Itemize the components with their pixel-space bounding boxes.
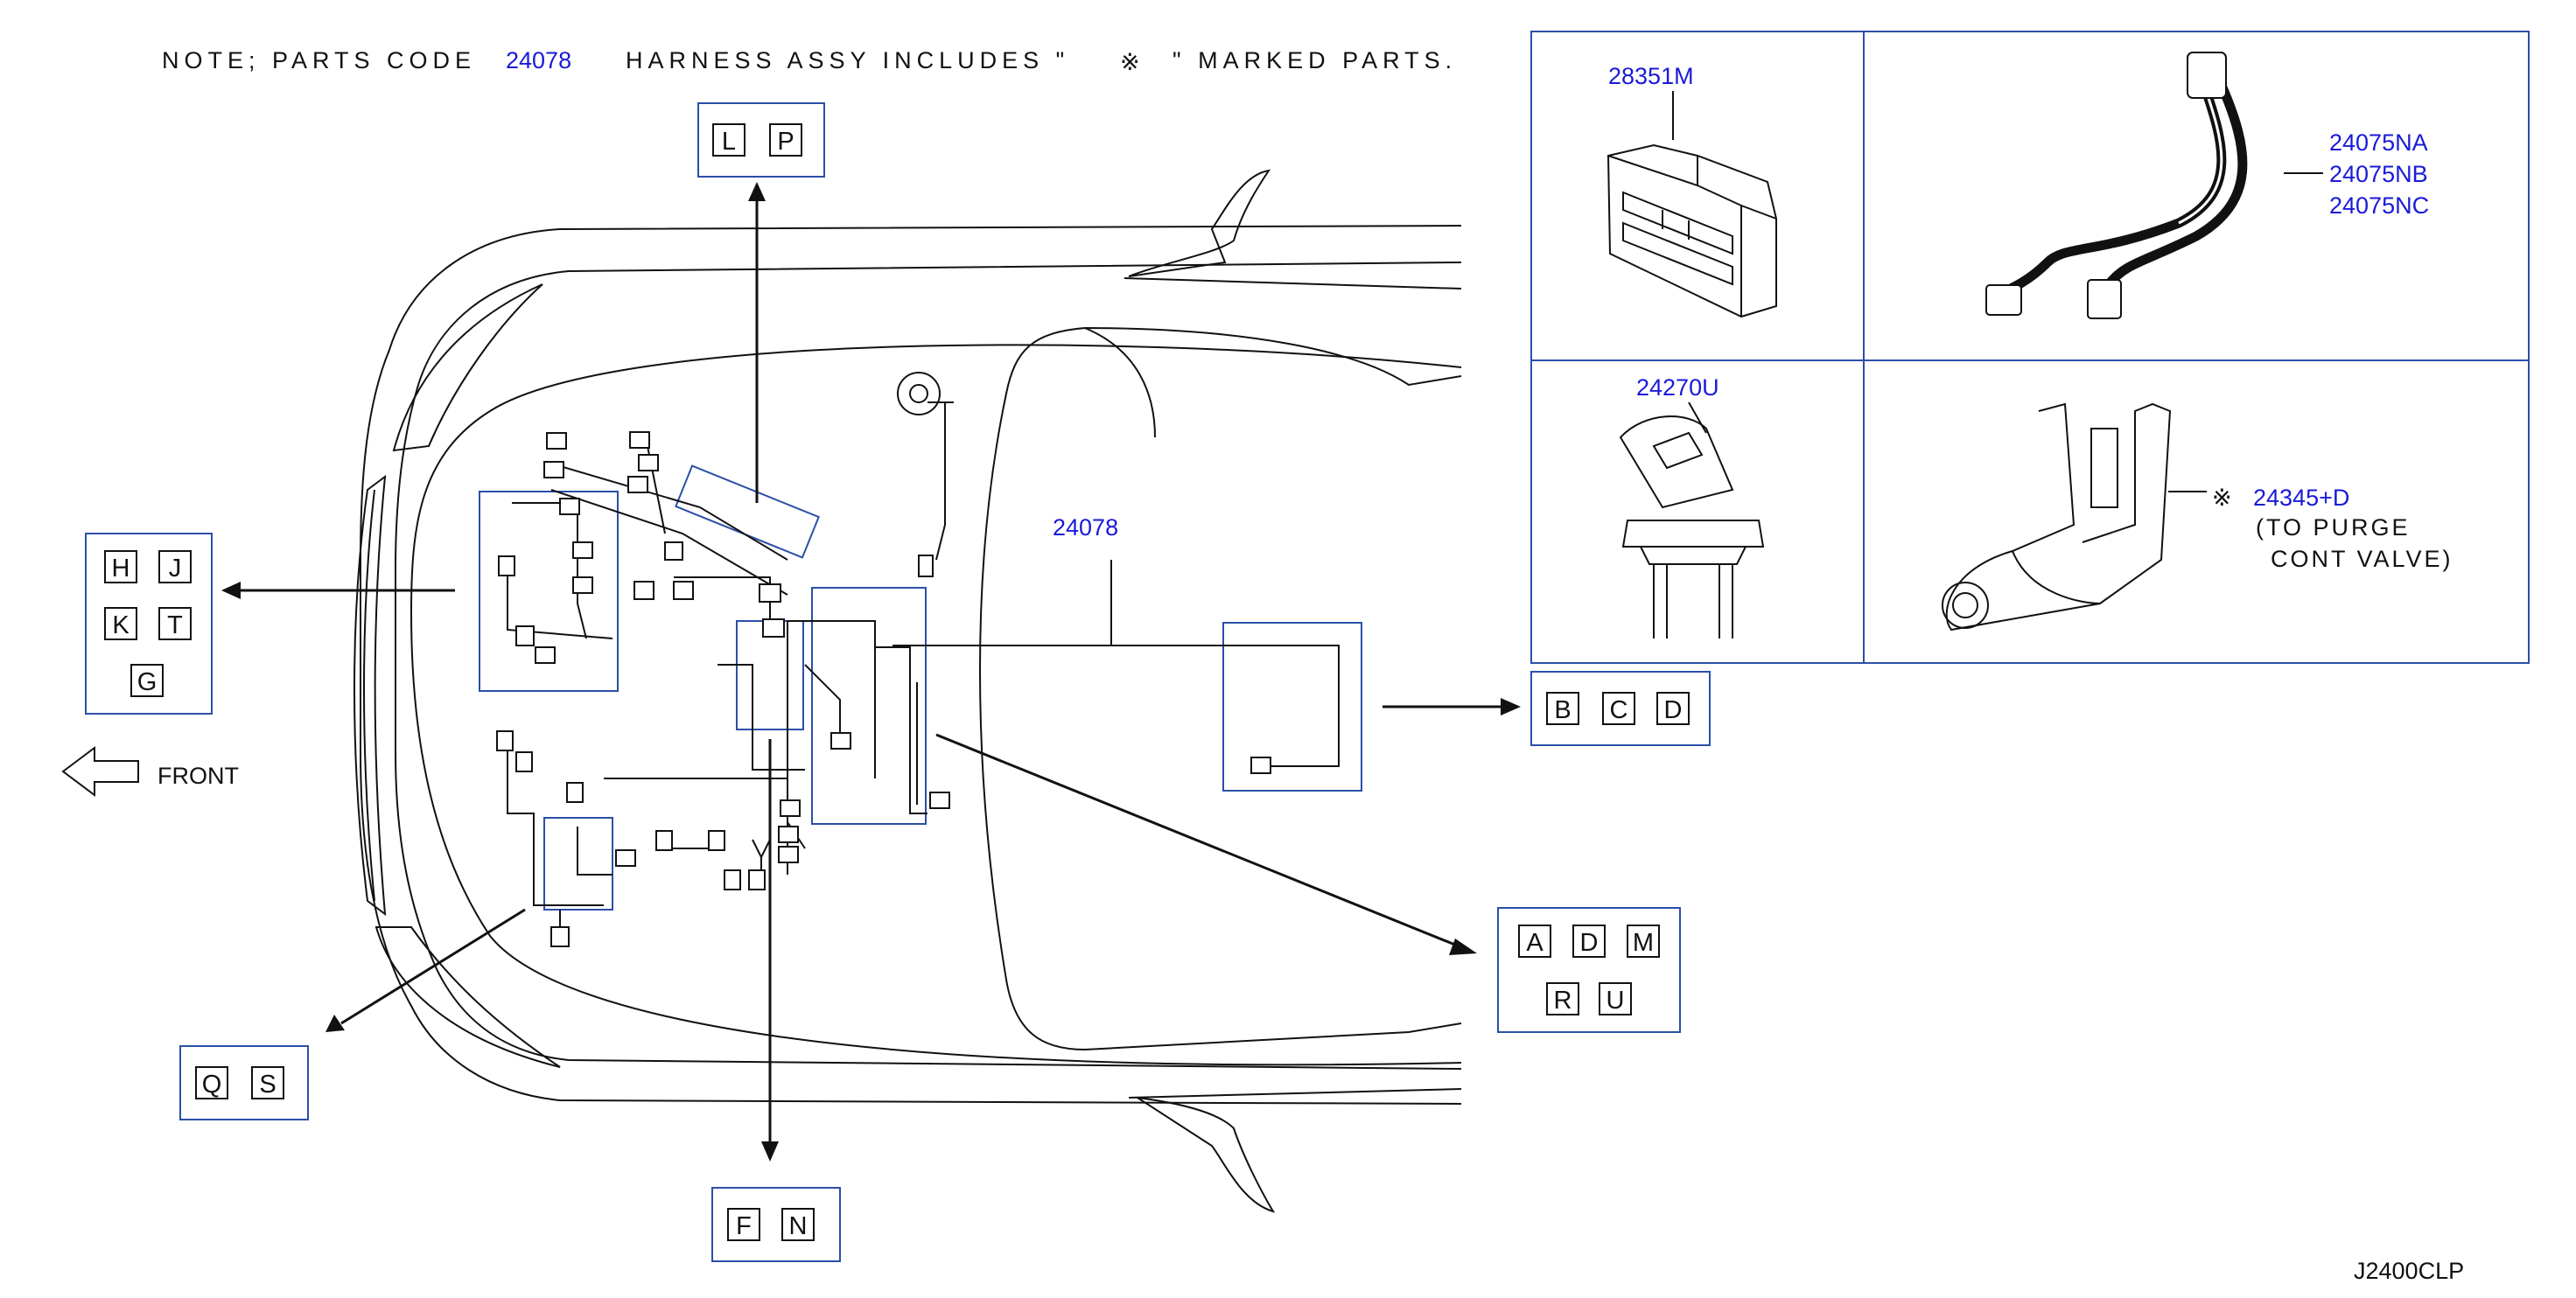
callout-letter: U <box>1606 987 1625 1015</box>
part-code: 28351M <box>1608 63 1694 89</box>
callout-letter: H <box>112 555 130 583</box>
callout-letter: R <box>1554 987 1572 1015</box>
part-code: 24345+D <box>2253 485 2349 511</box>
callout-letter: N <box>789 1212 808 1240</box>
callout-letter: T <box>167 611 183 639</box>
part-code: 24270U <box>1636 374 1719 401</box>
diagram-id: J2400CLP <box>2354 1258 2464 1284</box>
part-24075n[interactable]: 24075NA 24075NB 24075NC <box>1985 52 2429 319</box>
callout-letter: A <box>1526 929 1544 957</box>
callout-letter: L <box>722 128 736 156</box>
callout-letter: Q <box>202 1071 222 1099</box>
callout-letter: F <box>736 1212 752 1240</box>
part-24270u[interactable]: 24270U <box>1619 374 1765 639</box>
callout-letter: D <box>1664 696 1683 724</box>
callout-group-bcd[interactable]: B C D <box>1530 671 1711 746</box>
part-code: 24075NB <box>2329 161 2428 187</box>
bracket-icon <box>1942 402 2172 632</box>
callout-letter: D <box>1580 929 1599 957</box>
callout-letter: P <box>777 128 794 156</box>
part-28351m[interactable]: 28351M <box>1606 63 1777 318</box>
callout-letter: M <box>1633 929 1654 957</box>
callout-group-admru[interactable]: A D M R U <box>1497 907 1681 1033</box>
callout-group-qs[interactable]: Q S <box>179 1045 309 1120</box>
harness-wiring <box>479 372 1362 947</box>
callout-arrows <box>221 182 1521 1162</box>
part-desc: CONT VALVE) <box>2271 546 2454 572</box>
part-24345d[interactable]: ※ 24345+D (TO PURGE CONT VALVE) <box>1942 402 2454 632</box>
connector-block-icon <box>1606 143 1777 318</box>
callout-letter: C <box>1610 696 1628 724</box>
part-code: 24075NA <box>2329 129 2428 156</box>
callout-group-lp[interactable]: L P <box>697 102 825 178</box>
note-middle: HARNESS ASSY INCLUDES " <box>626 47 1069 73</box>
callout-letter: K <box>112 611 130 639</box>
callout-group-fn[interactable]: F N <box>711 1187 841 1262</box>
front-arrow-icon <box>61 746 139 797</box>
note-prefix: NOTE; PARTS CODE <box>162 47 476 73</box>
callout-letter: B <box>1554 696 1571 724</box>
callout-letter: S <box>259 1071 276 1099</box>
part-code: 24075NC <box>2329 192 2429 219</box>
grommet-icon <box>1619 415 1765 639</box>
note-code[interactable]: 24078 <box>506 47 571 73</box>
harness-label[interactable]: 24078 <box>1053 514 1118 541</box>
part-mark: ※ <box>2212 485 2232 511</box>
note-suffix: " MARKED PARTS. <box>1172 47 1457 73</box>
note-mark: ※ <box>1120 49 1140 75</box>
part-desc: (TO PURGE <box>2256 514 2411 541</box>
callout-letter: G <box>137 668 158 696</box>
front-label: FRONT <box>158 763 239 789</box>
car-outline <box>354 169 1462 1213</box>
wire-harness-icon <box>1985 52 2248 319</box>
callout-group-hjktg[interactable]: H J K T G <box>85 533 213 715</box>
callout-letter: J <box>169 555 182 583</box>
parts-panel <box>1530 31 2530 664</box>
